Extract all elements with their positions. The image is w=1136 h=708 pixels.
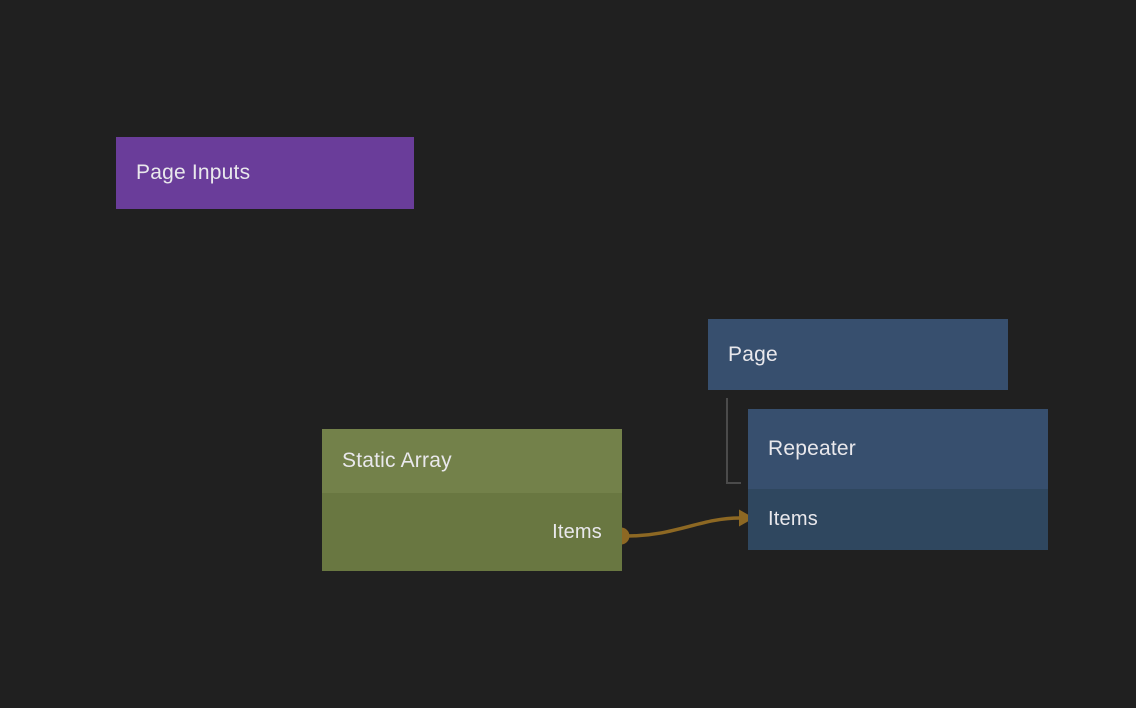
items-connection-edge[interactable] [612,509,755,545]
repeater-items-input-port[interactable]: Items [748,489,1048,550]
node-page-header: Page [708,319,1008,390]
static-array-items-output-port[interactable]: Items [322,493,622,571]
node-repeater-title: Repeater [768,437,856,460]
node-page-inputs-title: Page Inputs [136,161,251,184]
node-page-title: Page [728,342,778,366]
page-repeater-link-line [726,398,741,484]
static-array-items-output-port-label: Items [552,520,602,543]
node-static-array-title: Static Array [342,449,452,472]
node-static-array-header: Static Array [322,429,622,493]
node-page[interactable]: Page [708,319,1008,390]
node-page-inputs[interactable]: Page Inputs [116,137,414,209]
items-connection-curve [626,516,741,538]
node-page-inputs-header: Page Inputs [116,137,414,209]
node-repeater[interactable]: Repeater Items [748,409,1048,550]
node-repeater-header: Repeater [748,409,1048,489]
repeater-items-input-port-label: Items [768,508,818,530]
node-static-array[interactable]: Static Array Items [322,429,622,571]
